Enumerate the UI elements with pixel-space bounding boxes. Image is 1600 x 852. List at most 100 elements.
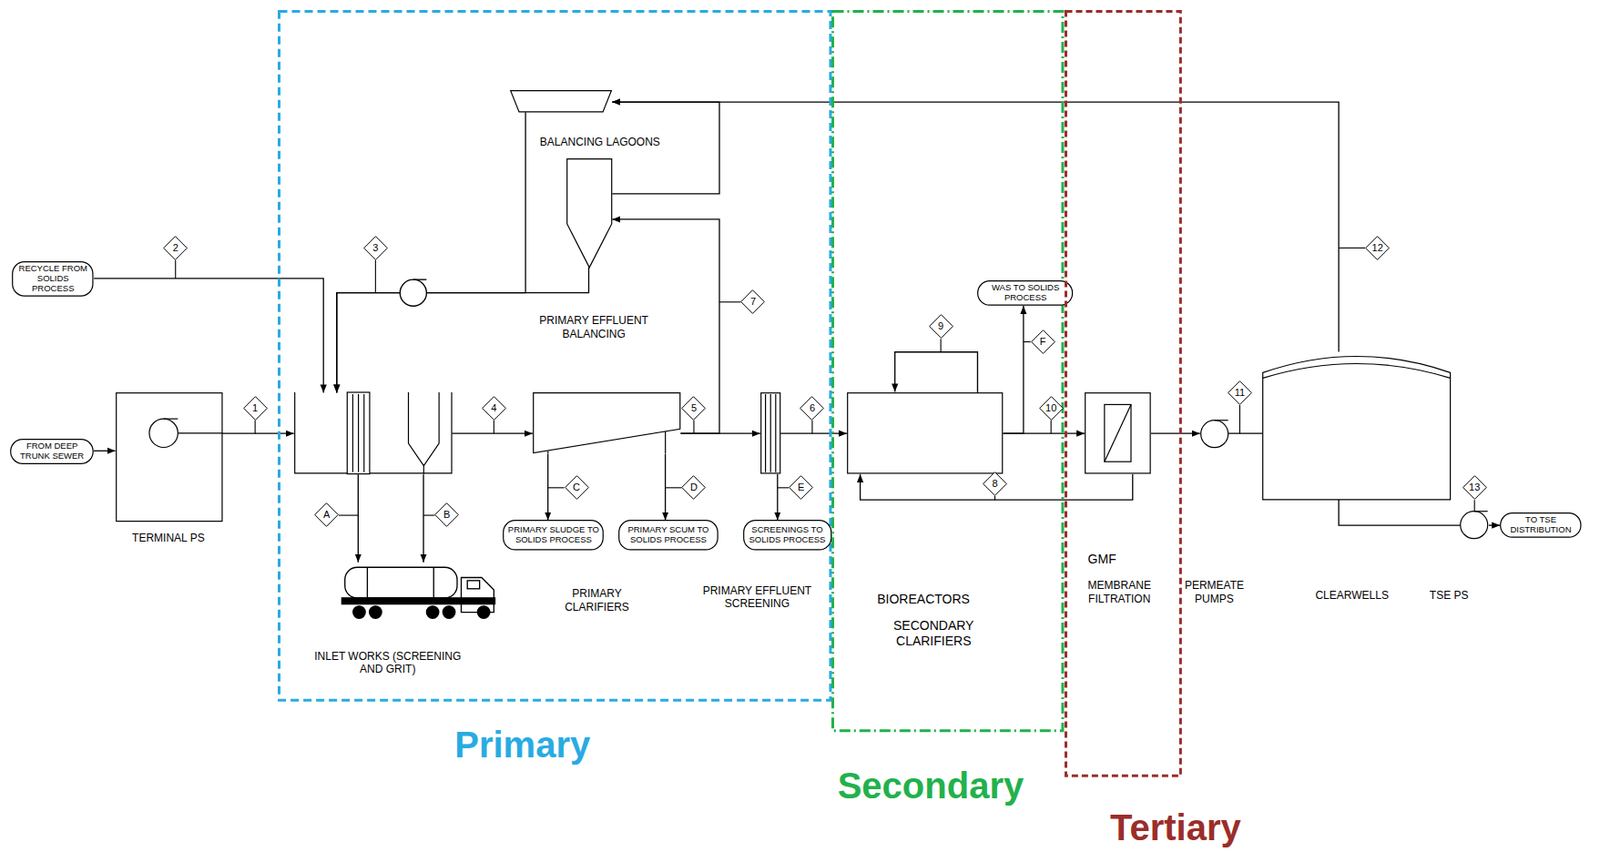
drawing-part <box>177 433 223 435</box>
drawing-part <box>254 420 256 435</box>
drawing-part <box>1039 396 1063 420</box>
terminal-pill: PRIMARY SLUDGE TO SOLIDS PROCESS <box>502 519 604 551</box>
drawing-part <box>12 262 93 296</box>
drawing-part <box>315 503 339 528</box>
callout-diamond: 3 <box>363 235 388 261</box>
equipment-label: PRIMARY EFFLUENT SCREENING <box>695 584 818 612</box>
membrane-unit: GMFMEMBRANE FILTRATION <box>1084 392 1152 475</box>
drawing-part <box>467 580 479 590</box>
terminal-pill: SCREENINGS TO SOLIDS PROCESS <box>743 519 832 551</box>
callout-diamond: 5 <box>681 396 706 421</box>
drawing-part <box>363 394 365 473</box>
drawing-part <box>741 290 765 315</box>
equipment-label: TSE PS <box>1413 589 1485 602</box>
drawing-part <box>375 260 377 294</box>
terminal-pill: RECYCLE FROM SOLIDS PROCESS <box>11 261 94 297</box>
terminal-text: PRIMARY SLUDGE TO SOLIDS PROCESS <box>506 525 601 546</box>
drawing-part <box>510 90 612 112</box>
drawing-part <box>115 393 222 522</box>
inlet-works-tank: INLET WORKS (SCREENING AND GRIT) <box>294 392 453 475</box>
drawing-part <box>1213 419 1228 421</box>
callout-number: 10 <box>1039 396 1064 421</box>
callout-diamond: 7 <box>740 289 765 315</box>
callout-diamond: E <box>788 475 814 500</box>
drawing-part <box>10 439 93 465</box>
callout-number: 13 <box>1462 475 1488 500</box>
callout-number: 12 <box>1365 235 1390 261</box>
drawing-part <box>1104 405 1132 463</box>
drawing-part <box>760 393 780 474</box>
callout-number: 6 <box>799 396 825 421</box>
drawing-part <box>493 420 495 435</box>
node-outline <box>760 392 781 475</box>
flow-connector <box>664 454 666 521</box>
drawing-part <box>477 606 490 619</box>
flow-connector <box>780 433 847 435</box>
drawing-part <box>664 432 666 455</box>
stage-title: Primary <box>420 726 625 764</box>
callout-number: 4 <box>481 396 507 421</box>
drawing-part <box>665 487 683 489</box>
callout-number: E <box>788 475 814 500</box>
node-outline <box>1084 392 1152 475</box>
drawing-part <box>719 301 742 303</box>
callout-number: 3 <box>363 235 388 261</box>
drawing-part <box>163 235 188 260</box>
equipment-label: TERMINAL PS <box>112 531 225 545</box>
drawing-part <box>1200 419 1228 448</box>
flow-connector <box>1488 524 1500 526</box>
drawing-part <box>407 392 439 467</box>
drawing-part <box>1474 510 1488 512</box>
node-outline <box>1459 510 1488 540</box>
drawing-part <box>692 420 694 435</box>
drawing-part <box>533 393 681 454</box>
drawing-part <box>399 279 427 306</box>
drawing-part <box>1104 405 1132 463</box>
drawing-part <box>1462 476 1487 500</box>
callout-diamond: A <box>314 502 339 528</box>
drawing-part <box>895 352 979 394</box>
callout-number: 8 <box>982 471 1008 497</box>
drawing-part <box>1030 330 1055 355</box>
drawing-part <box>422 474 424 562</box>
flow-connector <box>1003 305 1024 434</box>
node-outline <box>532 392 681 454</box>
drawing-part <box>338 515 358 517</box>
flow-connector <box>1338 499 1460 526</box>
callout-number: 1 <box>243 396 268 421</box>
pump-station: TERMINAL PS <box>115 392 224 522</box>
drawing-part <box>777 487 789 489</box>
tanker-truck <box>341 567 495 619</box>
drawing-part <box>278 11 830 702</box>
callout-diamond: 2 <box>163 235 188 261</box>
terminal-text: RECYCLE FROM SOLIDS PROCESS <box>15 264 91 295</box>
callout-number: A <box>314 502 339 528</box>
equipment-label: GMF <box>1071 551 1133 568</box>
callout-number: 5 <box>681 396 706 421</box>
clearwell-tank: CLEARWELLS <box>1262 352 1451 500</box>
pump-symbol: PERMEATE PUMPS <box>1200 419 1229 449</box>
terminal-text: SCREENINGS TO SOLIDS PROCESS <box>746 525 828 546</box>
equipment-label: PERMEATE PUMPS <box>1175 579 1253 606</box>
drawing-part <box>567 158 612 267</box>
callout-number: 11 <box>1227 380 1253 406</box>
drawing-part <box>1239 405 1241 434</box>
drawing-part <box>482 396 507 420</box>
drawing-part <box>1050 420 1052 435</box>
drawing-part <box>682 476 706 500</box>
drawing-part <box>833 11 1063 732</box>
node-outline <box>846 392 1003 475</box>
callout-diamond: 4 <box>481 396 507 421</box>
drawing-part <box>847 393 1003 474</box>
flow-connector <box>336 267 590 394</box>
terminal-pill: WAS TO SOLIDS PROCESS <box>977 280 1073 306</box>
drawing-part <box>547 451 549 455</box>
callout-diamond: F <box>1030 329 1056 355</box>
callout-diamond: D <box>681 475 706 500</box>
drawing-part <box>366 567 368 599</box>
drawing-part <box>619 520 718 551</box>
drawing-part <box>682 396 706 420</box>
flow-connector <box>451 433 533 435</box>
